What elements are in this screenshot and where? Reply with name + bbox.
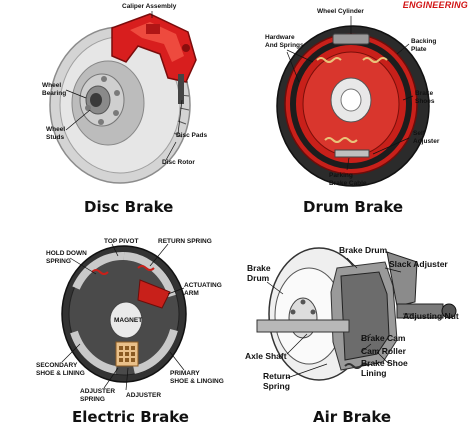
label-wheel-cylinder: Wheel Cylinder: [317, 8, 364, 15]
label-adjuster: ADJUSTER: [126, 392, 162, 399]
drum-brake-illustration: [276, 16, 430, 187]
label-backing-plate: Backing Plate: [411, 38, 437, 53]
electric-brake-title: Electric Brake: [72, 408, 189, 426]
disc-brake-panel: Caliper Assembly Wheel Bearing Wheel Stu…: [0, 0, 237, 220]
brand-watermark: ENGINEERING: [402, 0, 468, 10]
label-hardware-springs: Hardware And Springs: [265, 34, 304, 49]
air-brake-illustration: [256, 247, 457, 381]
label-parking-brake-cable: Parking Brake Cable: [329, 172, 367, 187]
label-disc-pads: Disc Pads: [176, 132, 208, 139]
air-brake-title: Air Brake: [313, 408, 392, 426]
label-primary-shoe: PRIMARY SHOE & LINGING: [170, 370, 224, 385]
label-adjuster-spring: ADJUSTER SPRING: [80, 388, 116, 403]
label-cam-roller: Cam Roller: [361, 346, 406, 356]
label-axle-shaft: Axle Shaft: [245, 351, 287, 361]
disc-brake-illustration: [49, 11, 197, 184]
label-brake-cam: Brake Cam: [361, 333, 406, 343]
label-slack-adjuster: Slack Adjuster: [389, 259, 448, 269]
label-brake-drum-left: Brake Drum: [247, 263, 271, 283]
label-return-spring-air: Return Spring: [263, 371, 291, 391]
label-caliper-assembly: Caliper Assembly: [122, 3, 177, 10]
drum-brake-title: Drum Brake: [303, 198, 404, 216]
electric-brake-illustration: [61, 243, 187, 391]
label-actuating-arm: ACTUATING ARM: [184, 282, 222, 297]
air-brake-panel: Brake Drum Brake Drum Slack Adjuster Adj…: [237, 222, 474, 437]
label-magnet: MAGNET: [114, 317, 143, 324]
label-brake-drum-top: Brake Drum: [339, 245, 388, 255]
label-hold-down-spring: HOLD DOWN SPRING: [46, 250, 87, 265]
label-self-adjuster: Self Adjuster: [413, 130, 440, 145]
electric-brake-panel: HOLD DOWN SPRING TOP PIVOT RETURN SPRING…: [0, 222, 237, 437]
label-brake-shoe-lining: Brake Shoe Lining: [361, 358, 408, 378]
label-adjusting-nut: Adjusting Nut: [403, 311, 459, 321]
label-secondary-shoe: SECONDARY SHOE & LINING: [36, 362, 85, 377]
label-top-pivot: TOP PIVOT: [104, 238, 139, 245]
label-wheel-bearing: Wheel Bearing: [42, 82, 67, 97]
label-brake-shoes: Brake Shoes: [415, 90, 435, 105]
label-wheel-studs: Wheel Studs: [46, 126, 66, 141]
disc-brake-title: Disc Brake: [84, 198, 174, 216]
drum-brake-panel: Wheel Cylinder Hardware And Springs Back…: [237, 0, 474, 220]
label-disc-rotor: Disc Rotor: [162, 159, 195, 166]
label-return-spring: RETURN SPRING: [158, 238, 212, 245]
